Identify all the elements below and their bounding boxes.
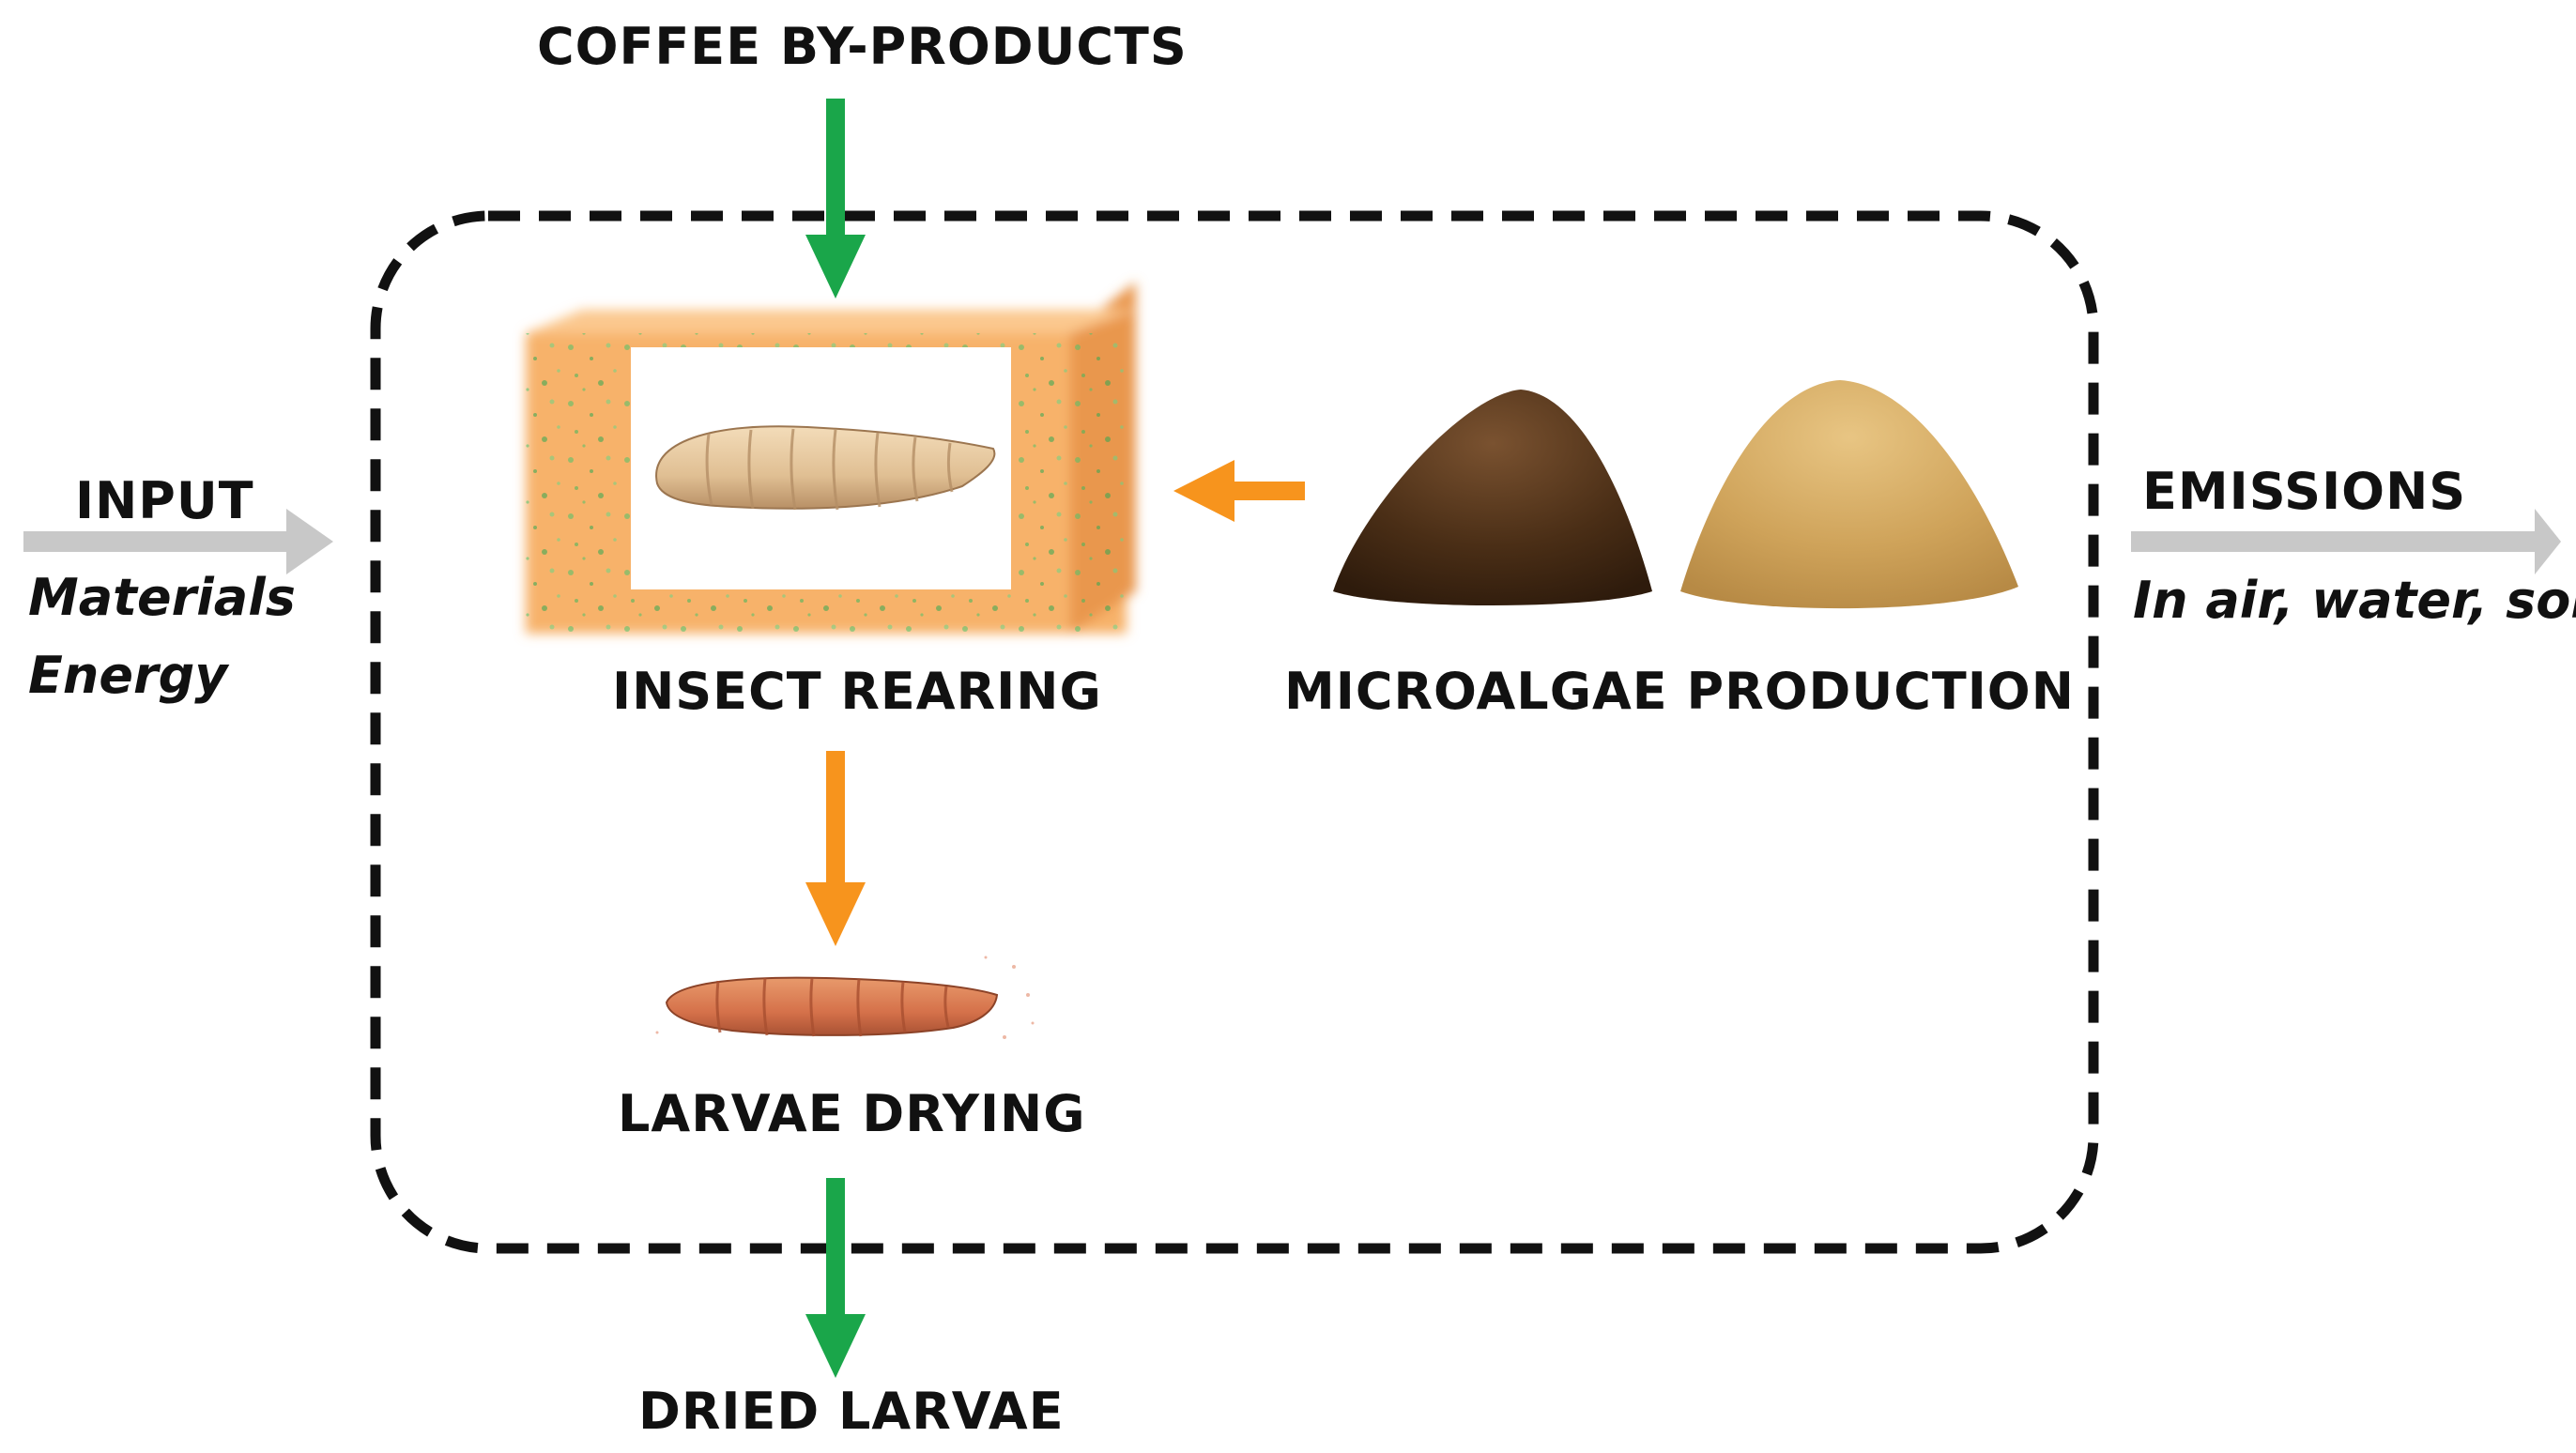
microalgae-production-label: MICROALGAE PRODUCTION xyxy=(1284,662,2075,721)
input-label: INPUT xyxy=(75,471,254,530)
dried-larvae-output-arrow xyxy=(805,1178,866,1378)
microalgae-to-rearing-arrow xyxy=(1173,460,1305,522)
input-arrow xyxy=(23,509,333,574)
microalgae-powder-icon xyxy=(1333,380,2018,609)
coffee-input-arrow xyxy=(805,99,866,298)
insect-rearing-label: INSECT REARING xyxy=(612,662,1102,721)
emissions-detail-label: In air, water, soil xyxy=(2133,571,2576,630)
larva-icon xyxy=(655,425,996,511)
emissions-label: EMISSIONS xyxy=(2142,462,2467,521)
emissions-arrow xyxy=(2131,509,2561,574)
input-materials-label: Materials xyxy=(28,568,296,627)
larvae-drying-label: LARVAE DRYING xyxy=(618,1084,1086,1143)
dried-larva-icon xyxy=(655,956,1035,1039)
system-boundary xyxy=(370,210,2099,1254)
coffee-byproducts-label: COFFEE BY-PRODUCTS xyxy=(537,17,1188,76)
dried-larvae-label: DRIED LARVAE xyxy=(638,1382,1065,1441)
input-energy-label: Energy xyxy=(28,646,228,705)
rearing-to-drying-arrow xyxy=(805,751,866,946)
